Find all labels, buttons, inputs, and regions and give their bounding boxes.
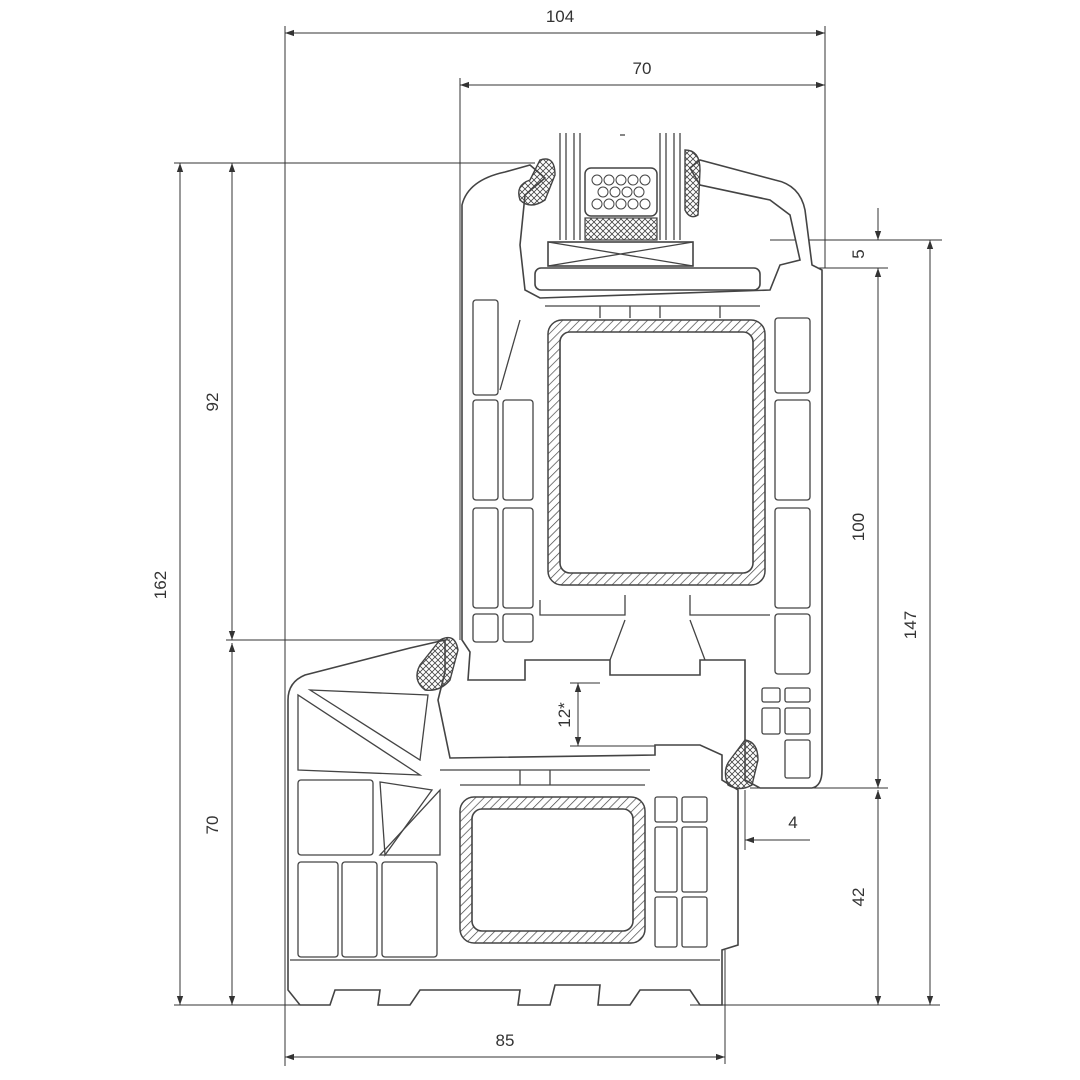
dimension-lines: [176, 29, 934, 1061]
dim-sash-width: 70: [633, 59, 652, 78]
dim-overall-width: 104: [546, 7, 574, 26]
dim-frame-visible: 42: [849, 888, 868, 907]
dimension-labels: 104 70 162 92 70 5 100 147 42 12* 4 85: [151, 7, 920, 1050]
glazing-bead-base: [534, 267, 761, 291]
dim-overlap: 4: [788, 813, 797, 832]
inner-gasket: [518, 158, 556, 206]
dim-gap: 12*: [555, 702, 574, 728]
desiccant-beads: [591, 174, 651, 210]
spacer-desiccant: [584, 167, 658, 217]
center-gasket: [724, 739, 759, 790]
glazing-unit: [518, 133, 761, 291]
sash-profile: [461, 159, 823, 789]
dim-glazing-rebate: 5: [849, 249, 868, 258]
frame-profile: [287, 636, 759, 1006]
dim-sash-height: 100: [849, 513, 868, 541]
dim-upper-height: 92: [203, 393, 222, 412]
outer-gasket: [684, 149, 701, 218]
frame-inner-gasket: [416, 636, 459, 691]
sealant: [584, 217, 658, 241]
dim-overall-height: 162: [151, 571, 170, 599]
frame-chambers: [290, 689, 720, 961]
dim-frame-width: 85: [496, 1031, 515, 1050]
dim-frame-height: 70: [203, 816, 222, 835]
sash-chambers: [472, 299, 811, 779]
dim-right-total: 147: [901, 611, 920, 639]
